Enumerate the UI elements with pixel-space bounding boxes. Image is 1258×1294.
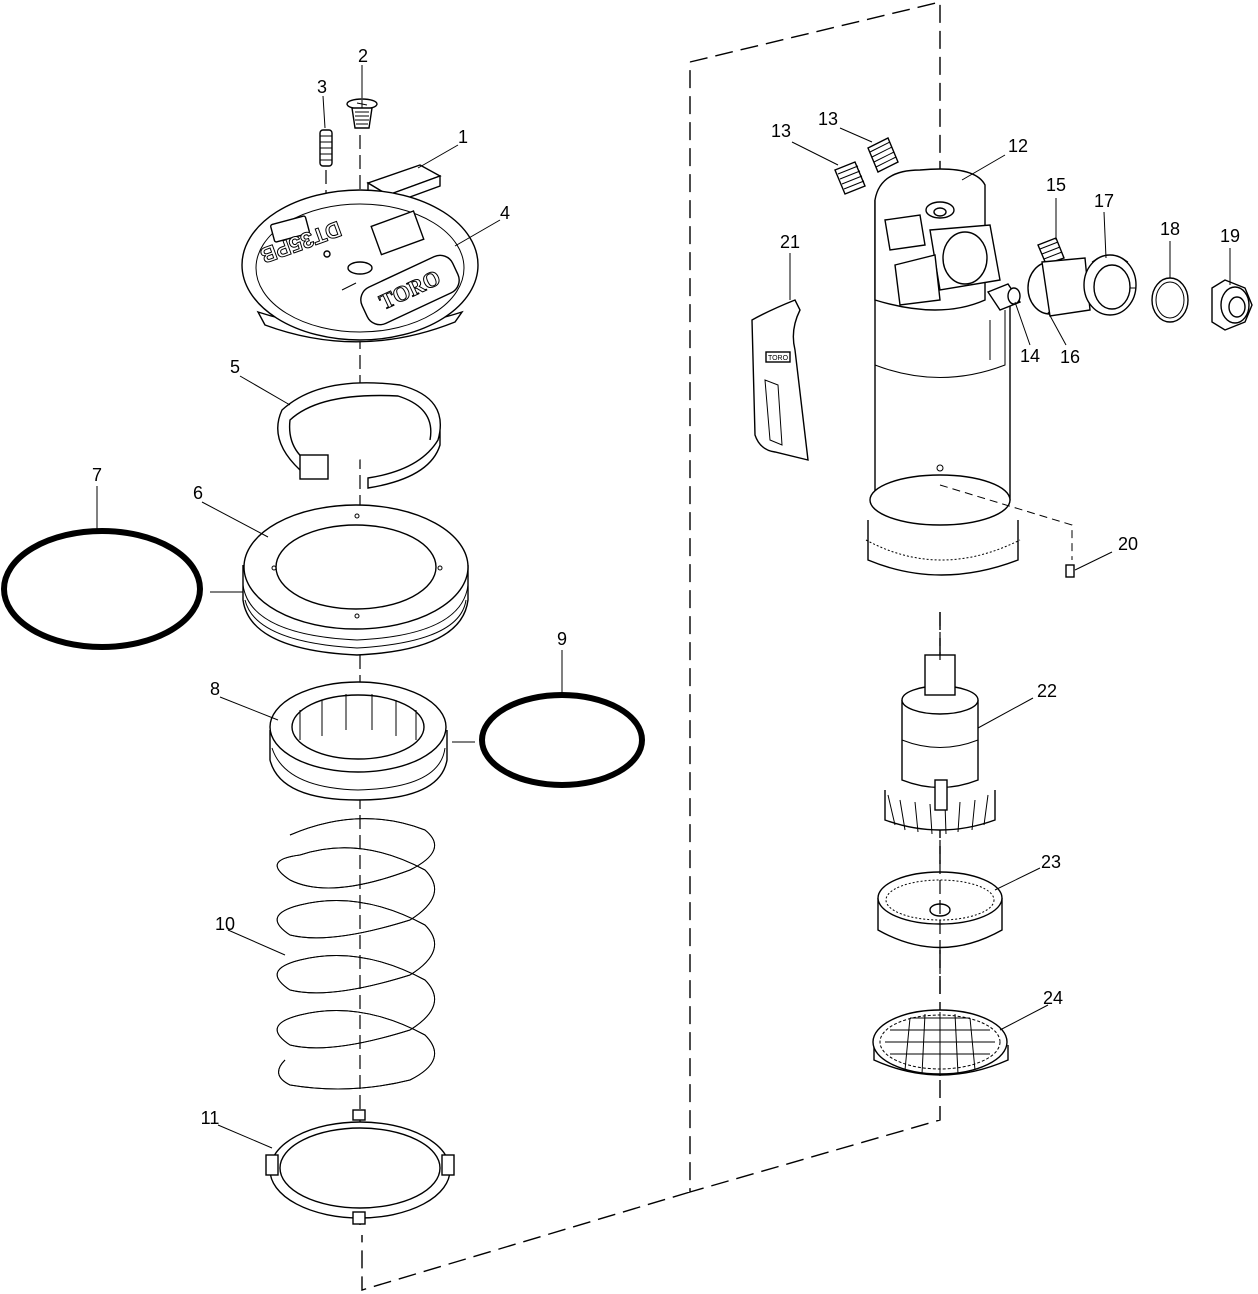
part-6-flange	[242, 504, 469, 656]
part-13-fitting-a	[834, 161, 866, 195]
part-5-snap-ring	[277, 382, 442, 489]
part-18-o-ring	[1151, 277, 1189, 323]
part-7-large-o-ring	[1, 528, 203, 650]
part-11-retaining-ring	[265, 1109, 455, 1225]
part-24-grate	[872, 1009, 1009, 1076]
callout-5: 5	[230, 357, 240, 377]
callout-1: 1	[458, 127, 468, 147]
callout-17: 17	[1094, 191, 1114, 211]
callout-20: 20	[1118, 534, 1138, 554]
callout-14: 14	[1020, 346, 1040, 366]
callout-13b: 13	[818, 109, 838, 129]
part-12-body	[865, 168, 1021, 576]
callout-12: 12	[1008, 136, 1028, 156]
callout-7: 7	[92, 465, 102, 485]
part-3-set-screw	[319, 129, 333, 167]
sleeve-tag-text: TORO	[768, 355, 789, 362]
callout-16: 16	[1060, 347, 1080, 367]
callout-22: 22	[1037, 681, 1057, 701]
part-8-ring-insert	[269, 681, 448, 801]
callout-8: 8	[210, 679, 220, 699]
callout-13a: 13	[771, 121, 791, 141]
callout-3: 3	[317, 77, 327, 97]
callout-9: 9	[557, 629, 567, 649]
callout-19: 19	[1220, 226, 1240, 246]
part-21-sleeve: TORO	[751, 299, 809, 461]
part-14-plug	[986, 283, 1022, 311]
callout-11: 11	[201, 1108, 220, 1128]
callout-23: 23	[1041, 852, 1061, 872]
part-20-set-screw	[939, 484, 1075, 578]
callout-labels: 1 2 3 4 5 6 7 8 9 10 11 12 13 13 14 15 1…	[92, 46, 1240, 1128]
part-17-union-nut	[1083, 254, 1137, 316]
part-13-fitting-b	[867, 137, 899, 173]
callout-21: 21	[780, 232, 800, 252]
part-4-cover: TORO DT35PB	[241, 189, 479, 343]
callout-15: 15	[1046, 175, 1066, 195]
callout-18: 18	[1160, 219, 1180, 239]
callout-24: 24	[1043, 988, 1063, 1008]
part-9-o-ring	[479, 692, 645, 788]
callout-2: 2	[358, 46, 368, 66]
part-15-small-fitting	[1037, 237, 1065, 265]
part-10-spring	[276, 818, 435, 1090]
callout-6: 6	[193, 483, 203, 503]
callout-4: 4	[500, 203, 510, 223]
callout-10: 10	[215, 914, 235, 934]
callout-leaders	[96, 65, 1231, 1149]
part-22-turret	[884, 654, 996, 835]
part-19-cap-fitting	[1211, 279, 1253, 331]
part-2-flat-head-screw	[346, 98, 378, 129]
part-16-adapter	[1027, 257, 1091, 317]
assembly-frame	[361, 1, 941, 1291]
